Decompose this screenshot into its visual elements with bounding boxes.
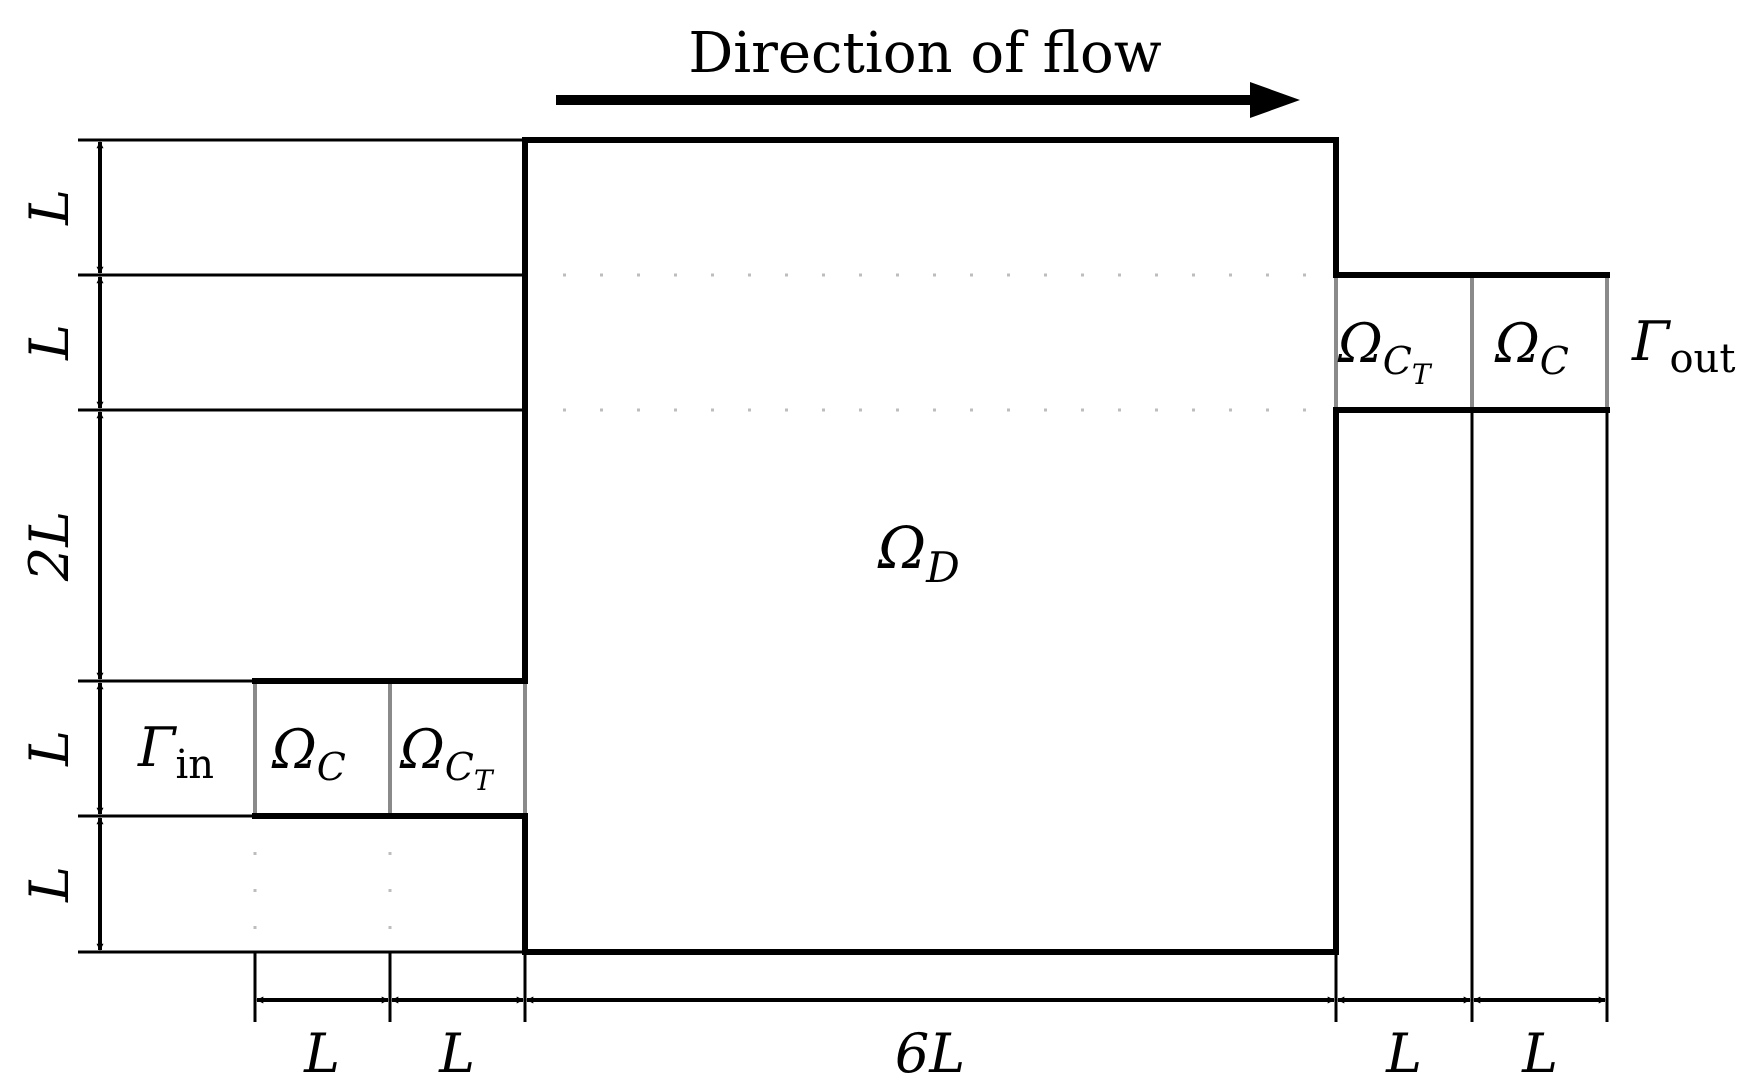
hdim-label-1: L: [303, 1022, 340, 1085]
lower-wall: [252, 407, 1610, 955]
domain-walls: [252, 137, 1610, 955]
outlet-boundary-label: Γout: [1631, 310, 1735, 382]
domain-label: ΩD: [877, 514, 960, 592]
inlet-transition-label: ΩCT: [399, 718, 495, 797]
domain-label-main: Ω: [877, 514, 926, 582]
dim-label-2: L: [18, 324, 81, 361]
hdim-label-3: 6L: [895, 1022, 965, 1085]
hdim-label-2: L: [438, 1022, 475, 1085]
inlet-boundary-label: Γin: [137, 716, 214, 788]
dim-label-4: L: [18, 730, 81, 767]
horizontal-dimensions: L L 6L L L: [256, 996, 1606, 1085]
dim-label-5: L: [18, 866, 81, 903]
hdim-label-4: L: [1385, 1022, 1422, 1085]
domain-label-sub: D: [925, 543, 960, 592]
outlet-transition-label: ΩCT: [1337, 312, 1433, 391]
hdim-label-5: L: [1521, 1022, 1558, 1085]
interface-lines: [253, 277, 1609, 814]
inlet-channel-label: ΩC: [271, 718, 346, 789]
flow-direction-arrow: [556, 82, 1300, 118]
dim-label-3: 2L: [18, 511, 81, 582]
outlet-channel-label: ΩC: [1494, 312, 1569, 383]
extension-lines: [253, 273, 1335, 950]
vertical-dimensions: L L 2L L L: [18, 141, 104, 951]
dim-label-1: L: [18, 189, 81, 226]
horizontal-reference-lines: [78, 138, 523, 954]
upper-wall: [522, 137, 1610, 684]
vertical-reference-lines: [253, 410, 1609, 1022]
flow-direction-label: Direction of flow: [688, 21, 1161, 86]
